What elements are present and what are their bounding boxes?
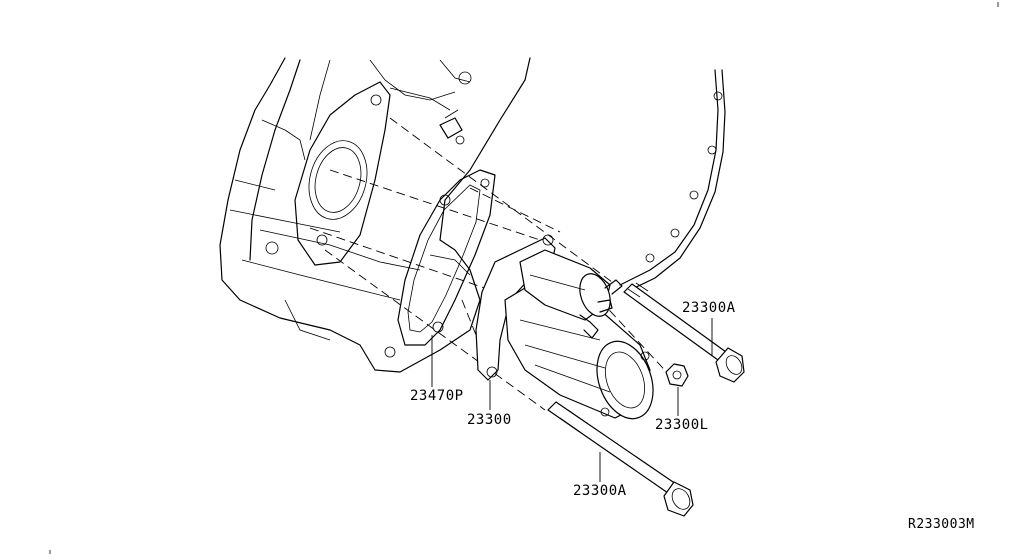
label-bolt-23300a-upper: 23300A — [682, 300, 736, 316]
starter-motor-23300 — [475, 234, 654, 420]
transmission-housing — [219, 57, 531, 373]
bolt-23300a-upper — [623, 282, 745, 383]
bolt-23300a-lower — [547, 401, 694, 517]
label-nut-23300l: 23300L — [655, 417, 709, 433]
adapter-plate — [294, 81, 451, 266]
label-gasket-23470p: 23470P — [410, 388, 464, 404]
leader-lines — [431, 318, 713, 482]
nut-23300l — [665, 363, 689, 387]
diagram-reference-code: R233003M — [908, 517, 975, 532]
label-starter-23300: 23300 — [467, 412, 512, 428]
label-bolt-23300a-lower: 23300A — [573, 483, 627, 499]
bell-housing-edge — [619, 69, 726, 293]
dowel-pin — [439, 109, 463, 139]
